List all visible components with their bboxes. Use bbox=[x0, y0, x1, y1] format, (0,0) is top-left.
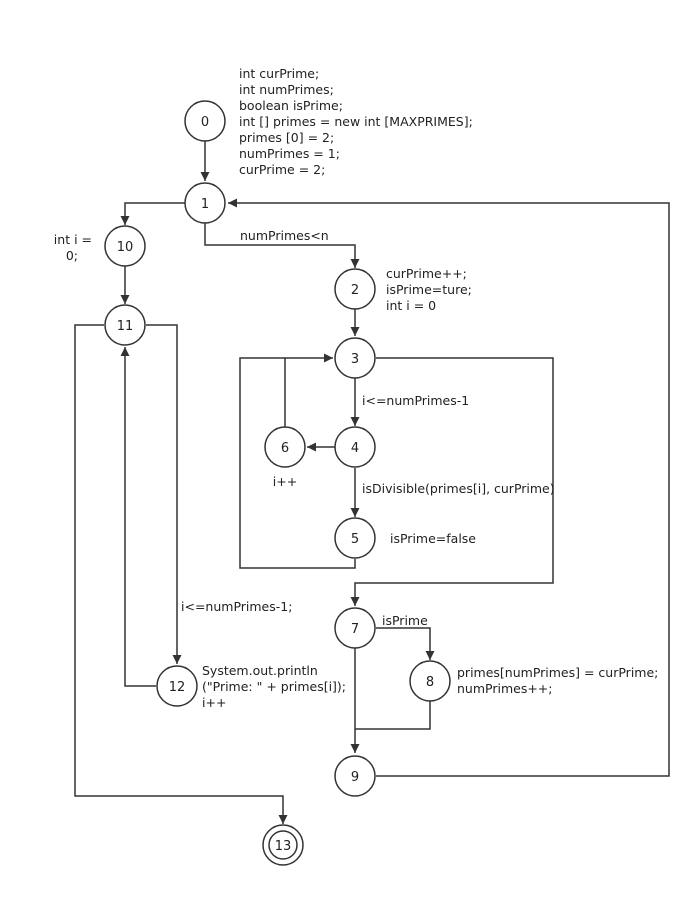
edge-7-8 bbox=[376, 627, 435, 660]
edge-label-7-8: isPrime bbox=[382, 613, 428, 628]
annotations: int curPrime; int numPrimes; boolean isP… bbox=[54, 66, 659, 710]
edge-8-9 bbox=[355, 701, 431, 730]
init-line: curPrime = 2; bbox=[239, 162, 325, 177]
node-8: 8 bbox=[409, 660, 451, 702]
node-12-label: 12 bbox=[169, 680, 186, 695]
edge-11-13 bbox=[74, 324, 288, 824]
edge-11-12 bbox=[146, 324, 182, 664]
node-1: 1 bbox=[184, 182, 226, 224]
node-2-code: int i = 0 bbox=[386, 298, 436, 313]
node-7: 7 bbox=[334, 607, 376, 649]
node-13-label: 13 bbox=[275, 839, 292, 854]
node-5-label: 5 bbox=[351, 532, 359, 547]
node-9-label: 9 bbox=[351, 770, 359, 785]
edge-1-2 bbox=[204, 222, 360, 268]
edge-label-4-5: isDivisible(primes[i], curPrime) bbox=[362, 481, 555, 496]
node-12-code: ("Prime: " + primes[i]); bbox=[202, 679, 346, 694]
edge-label-3-4: i<=numPrimes-1 bbox=[362, 393, 469, 408]
node-3-label: 3 bbox=[351, 352, 359, 367]
edge-5-3-loop bbox=[239, 357, 356, 569]
edge-9-1 bbox=[228, 198, 670, 777]
init-line: numPrimes = 1; bbox=[239, 146, 340, 161]
node-4-label: 4 bbox=[351, 441, 359, 456]
node-2-code: isPrime=ture; bbox=[386, 282, 472, 297]
edge-label-1-2: numPrimes<n bbox=[240, 228, 329, 243]
node-9: 9 bbox=[334, 755, 376, 797]
node-5-code: isPrime=false bbox=[390, 531, 476, 546]
init-line: int curPrime; bbox=[239, 66, 319, 81]
node-6-code: i++ bbox=[273, 474, 297, 489]
node-2-code: curPrime++; bbox=[386, 266, 467, 281]
init-line: int numPrimes; bbox=[239, 82, 334, 97]
node-0: 0 bbox=[184, 100, 226, 142]
node-2-label: 2 bbox=[351, 283, 359, 298]
edge-6-3 bbox=[284, 353, 333, 427]
node-8-code: numPrimes++; bbox=[457, 681, 553, 696]
edge-1-10 bbox=[120, 202, 185, 225]
node-2: 2 bbox=[334, 268, 376, 310]
node-6-label: 6 bbox=[281, 441, 289, 456]
node-11-label: 11 bbox=[117, 319, 134, 334]
edge-12-11 bbox=[120, 347, 156, 687]
node-11: 11 bbox=[104, 304, 146, 346]
node-10-label: 10 bbox=[117, 240, 134, 255]
init-line: primes [0] = 2; bbox=[239, 130, 334, 145]
init-line: int [] primes = new int [MAXPRIMES]; bbox=[239, 114, 473, 129]
node-7-label: 7 bbox=[351, 622, 359, 637]
node-1-label: 1 bbox=[201, 197, 209, 212]
node-8-label: 8 bbox=[426, 675, 434, 690]
init-line: boolean isPrime; bbox=[239, 98, 343, 113]
edge-3-7 bbox=[350, 357, 554, 606]
nodes: 0 1 10 11 2 3 4 6 bbox=[104, 100, 451, 866]
node-10-code: 0; bbox=[66, 248, 78, 263]
node-13-final: 13 bbox=[262, 824, 304, 866]
node-12-code: i++ bbox=[202, 695, 226, 710]
node-0-label: 0 bbox=[201, 115, 209, 130]
node-12-code: System.out.println bbox=[202, 663, 318, 678]
edge-label-11-12: i<=numPrimes-1; bbox=[181, 599, 292, 614]
node-8-code: primes[numPrimes] = curPrime; bbox=[457, 665, 658, 680]
node-12: 12 bbox=[156, 665, 198, 707]
node-4: 4 bbox=[334, 426, 376, 468]
node-10-code: int i = bbox=[54, 232, 92, 247]
node-5: 5 bbox=[334, 517, 376, 559]
node-6: 6 bbox=[264, 426, 306, 468]
node-10: 10 bbox=[104, 225, 146, 267]
node-3: 3 bbox=[334, 337, 376, 379]
edges bbox=[74, 141, 670, 824]
